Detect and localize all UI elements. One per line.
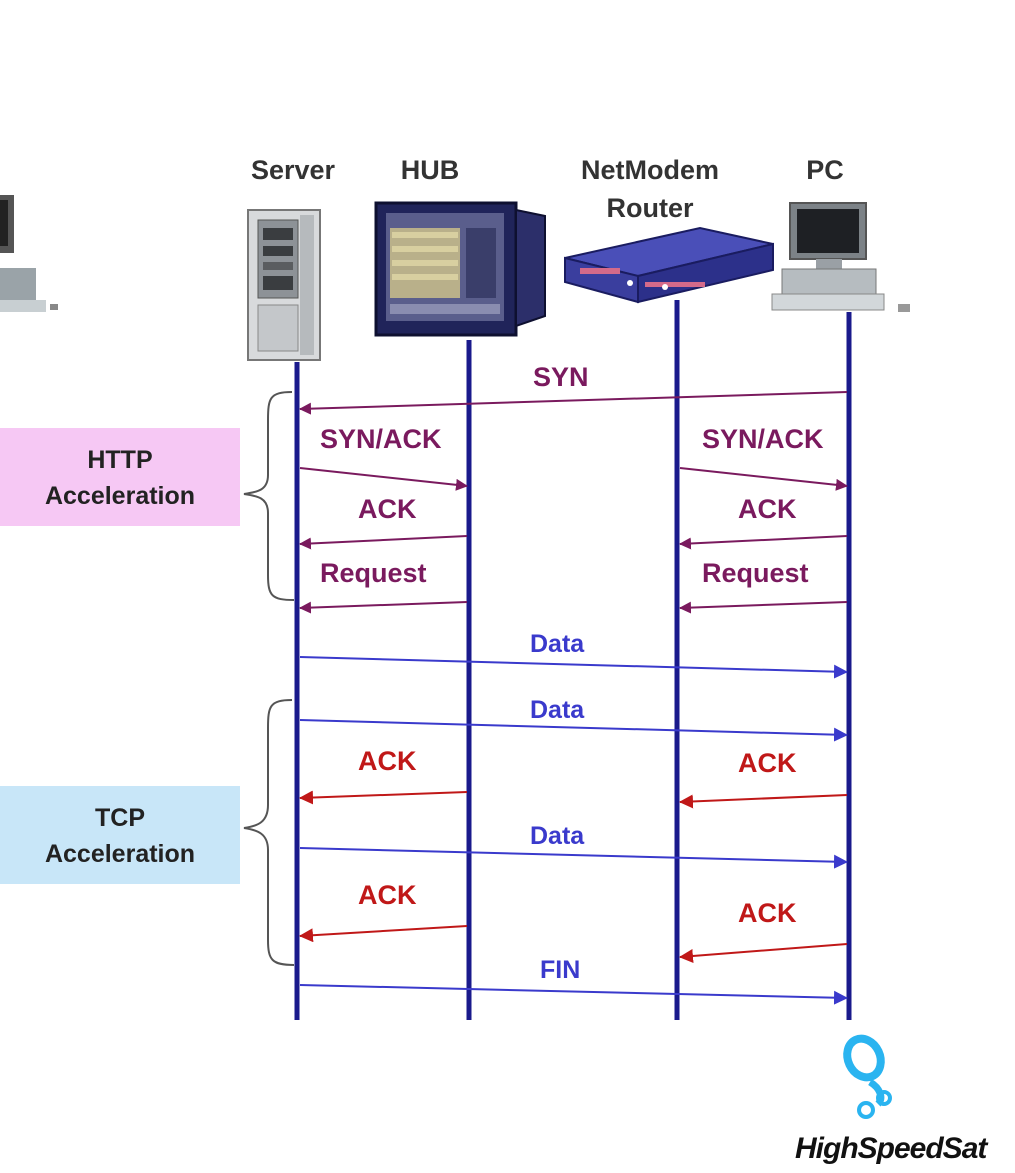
server-icon [247, 209, 321, 361]
ack3-right-label: ACK [738, 898, 797, 928]
data2-label: Data [530, 696, 585, 724]
http-brace [243, 391, 295, 601]
request-right-arrow [679, 601, 848, 614]
data3-label: Data [530, 822, 585, 850]
http-acceleration-box: HTTP Acceleration [0, 428, 240, 526]
synack-left-label: SYN/ACK [320, 424, 442, 454]
ack-right-arrow [679, 535, 848, 550]
server-label: Server [250, 155, 336, 185]
synack-right-arrow [679, 467, 848, 491]
http-acceleration-line1: HTTP [87, 446, 153, 474]
left-computer-icon [0, 195, 58, 312]
syn-label: SYN [533, 362, 589, 392]
tcp-acceleration-line2: Acceleration [44, 840, 196, 868]
highspeedsat-logo-text: HighSpeedSat [795, 1132, 987, 1165]
highspeedsat-logo-icon [843, 1034, 892, 1119]
ack3-right-arrow [679, 943, 848, 963]
tcp-acceleration-box: TCP Acceleration [0, 786, 240, 884]
synack-right-label: SYN/ACK [702, 424, 824, 454]
ack-left-label: ACK [358, 494, 417, 524]
ack2-left-label: ACK [358, 746, 417, 776]
request-left-arrow [299, 601, 468, 614]
router-icon [564, 226, 774, 304]
ack-right-label: ACK [738, 494, 797, 524]
data3-arrow [299, 847, 848, 869]
http-acceleration-line2: Acceleration [44, 482, 196, 510]
ack3-left-label: ACK [358, 880, 417, 910]
data1-label: Data [530, 630, 585, 658]
syn-arrow [299, 391, 848, 415]
pc-label: PC [806, 155, 844, 185]
fin-label: FIN [540, 956, 581, 984]
hub-icon [374, 201, 546, 337]
router-label-line1: NetModem [580, 155, 719, 185]
ack3-left-arrow [299, 925, 468, 943]
request-right-label: Request [702, 558, 809, 588]
synack-left-arrow [299, 467, 468, 491]
ack2-left-arrow [299, 790, 468, 805]
data1-arrow [299, 656, 848, 679]
ack-left-arrow [299, 535, 468, 550]
hub-label: HUB [400, 155, 460, 185]
ack2-right-label: ACK [738, 748, 797, 778]
pc-icon [771, 202, 910, 312]
ack2-right-arrow [679, 794, 848, 809]
fin-arrow [299, 984, 848, 1005]
tcp-acceleration-line1: TCP [95, 804, 145, 832]
tcp-brace [243, 699, 295, 966]
request-left-label: Request [320, 558, 427, 588]
router-label-line2: Router [606, 193, 694, 223]
data2-arrow [299, 719, 848, 742]
